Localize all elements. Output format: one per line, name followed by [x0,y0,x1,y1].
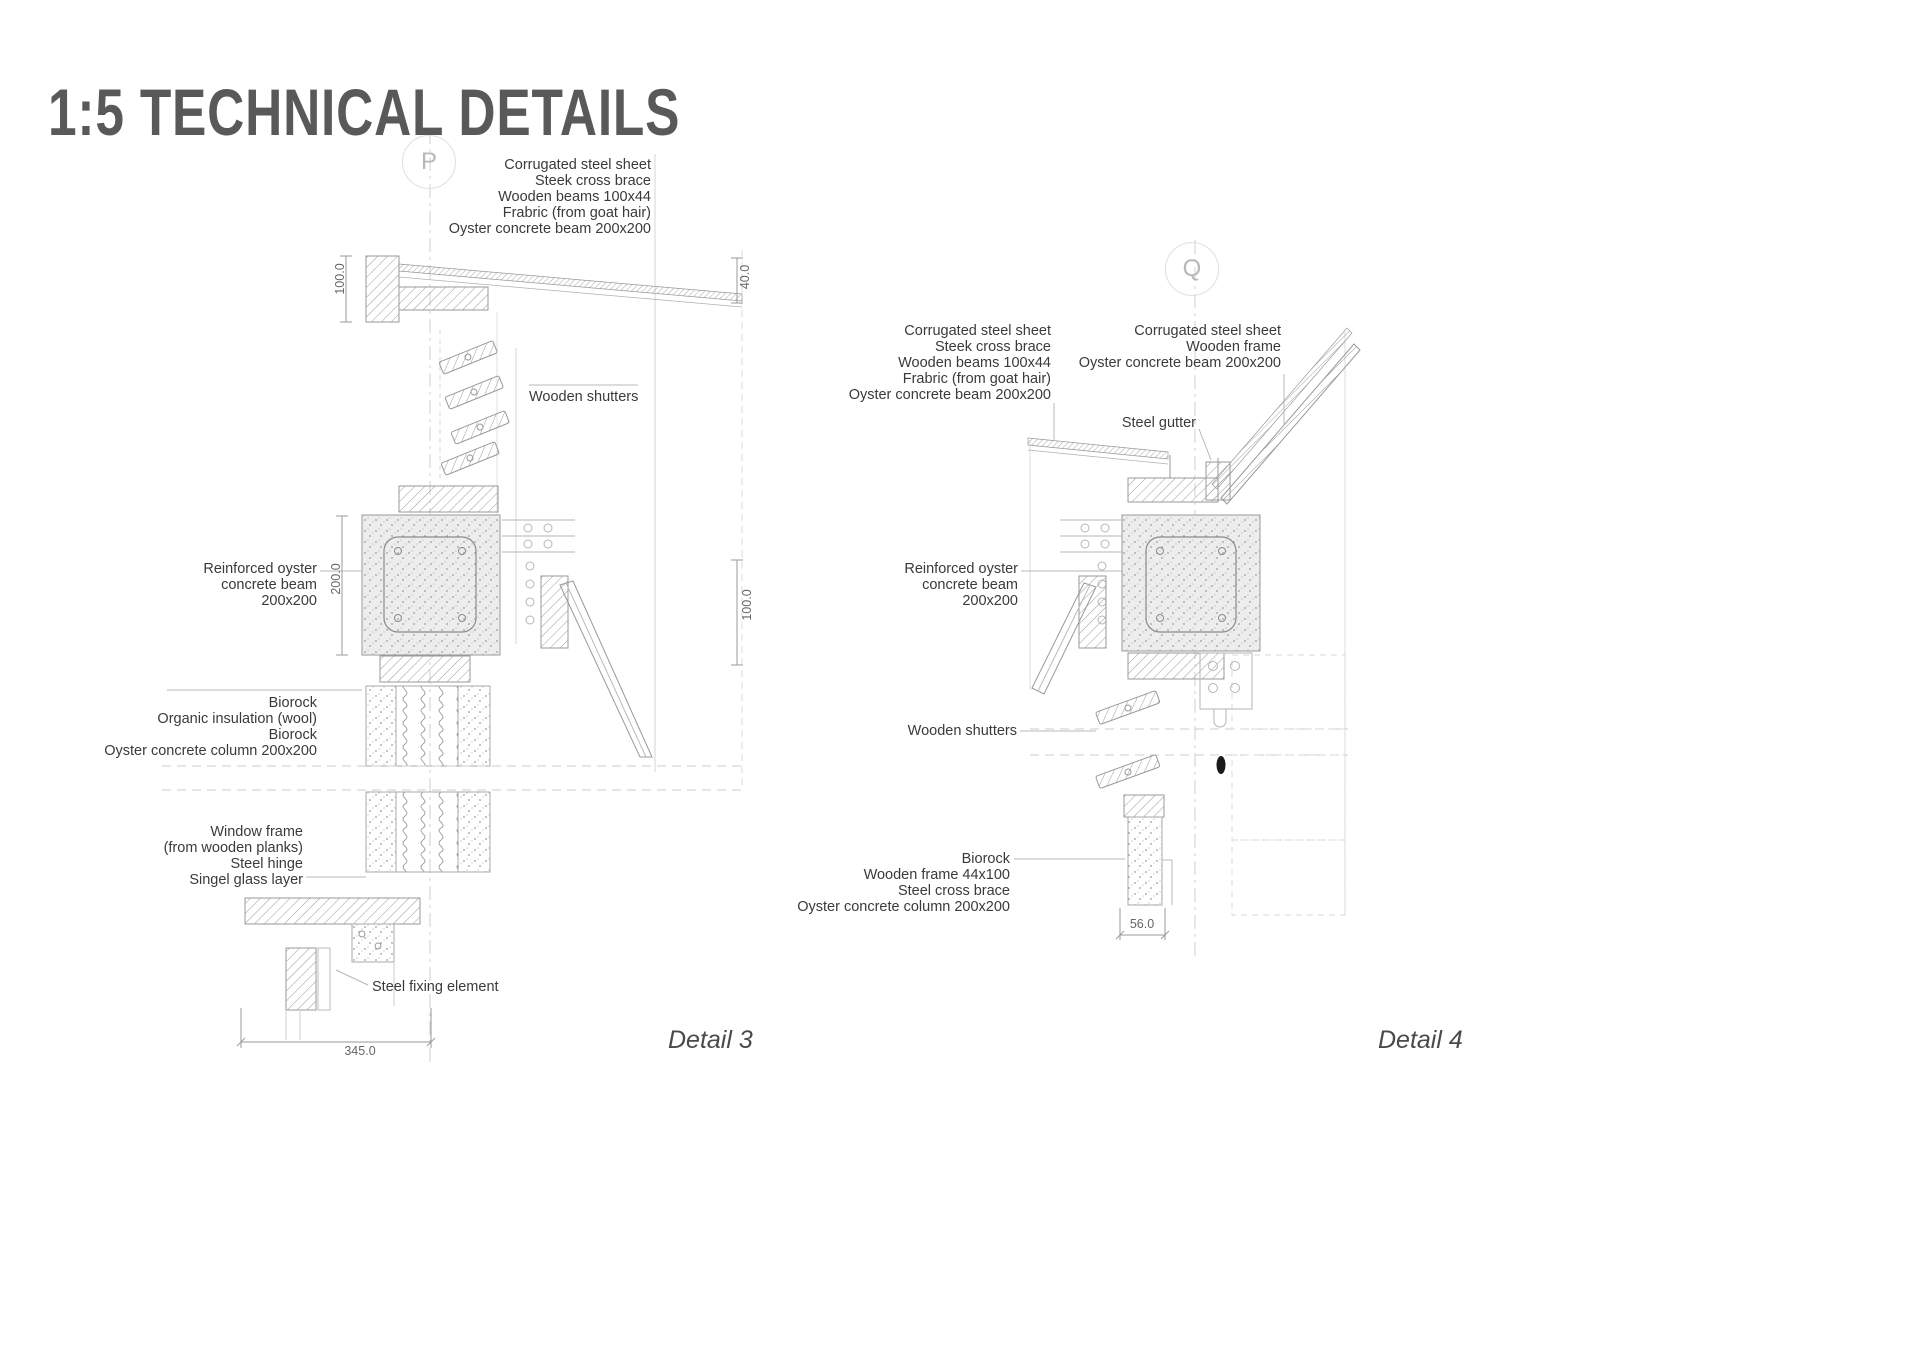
annotation-line: Organic insulation (wool) [157,711,317,727]
detail3-wood-band [398,485,499,513]
annotation-line: concrete beam [221,577,317,593]
detail3-window-section [365,791,491,873]
detail3-wall-section [365,685,491,767]
detail4-caption: Detail 4 [1378,1026,1463,1054]
detail3-eave [365,255,743,323]
detail4-drawing [1014,240,1361,958]
annotation-line: Window frame [210,824,303,840]
detail3-shutters-annotation: Wooden shutters [529,389,639,405]
annotation-line: Biorock [268,695,317,711]
detail3-diagonal-strut [559,580,653,758]
detail3-steel-connection [502,519,575,625]
detail4-roof [1027,327,1361,505]
detail3-wood-post [540,575,569,649]
detail3-beam-annotation: Reinforced oyster concrete beam 200x200 [157,561,317,609]
detail3-drawing [162,130,743,1062]
annotation-line: concrete beam [922,577,1018,593]
dim-base-width: 345.0 [344,1044,376,1058]
annotation-line: Steel cross brace [897,883,1010,899]
wooden-frame-band [1220,343,1361,505]
page-title: 1:5 TECHNICAL DETAILS [48,75,681,150]
annotation-line: Biorock [961,851,1010,867]
detail4-steel-connection [1060,519,1122,625]
hinge-pin [1216,756,1226,774]
section-marker-p: P [402,135,456,189]
annotation-line: Oyster concrete column 200x200 [104,743,317,759]
annotation-line: Oyster concrete beam 200x200 [1078,355,1281,371]
detail3-caption: Detail 3 [668,1026,753,1054]
annotation-line: Steek cross brace [934,339,1051,355]
dim-column-width: 56.0 [1129,917,1155,931]
dim-eave-edge: 40.0 [738,264,752,290]
annotation-line: Wooden beams 100x44 [498,189,651,205]
annotation-line: Corrugated steel sheet [504,157,651,173]
detail3-window-annotation: Window frame (from wooden planks) Steel … [133,824,303,888]
detail3-roof-annotation: Corrugated steel sheet Steek cross brace… [401,157,651,237]
annotation-line: Reinforced oyster [203,561,317,577]
detail4-column-section [1123,794,1173,906]
detail3-dimensions [236,255,743,1048]
detail4-shutter-slats [1095,690,1161,789]
detail4-wood-post [1078,575,1107,649]
detail3-wall-annotation: Biorock Organic insulation (wool) Bioroc… [97,695,317,759]
detail3-leaders [167,384,638,986]
detail4-bolt-plate [1199,652,1253,728]
detail4-dimensions [1115,908,1170,940]
annotation-line: Wooden beams 100x44 [898,355,1051,371]
dim-eave-height: 100.0 [333,263,347,295]
annotation-line: Oyster concrete beam 200x200 [448,221,651,237]
annotation-line: Wooden frame 44x100 [863,867,1010,883]
corrugated-sheet [1211,327,1353,490]
annotation-line: (from wooden planks) [163,840,303,856]
detail4-concrete-beam-section [1121,514,1261,652]
annotation-line: Frabric (from goat hair) [902,371,1051,387]
annotation-line: Wooden frame [1186,339,1281,355]
annotation-line: Corrugated steel sheet [1134,323,1281,339]
detail3-fixing-annotation: Steel fixing element [372,979,499,995]
detail3-sill-assembly [244,897,421,1040]
annotation-line: Steel hinge [230,856,303,872]
annotation-line: Oyster concrete column 200x200 [797,899,1010,915]
detail3-concrete-beam-section [361,514,501,656]
detail4-gutter-annotation: Steel gutter [1121,415,1196,431]
section-marker-q: Q [1165,242,1219,296]
annotation-line: 200x200 [962,593,1018,609]
dim-beam-right: 100.0 [740,589,754,621]
detail4-diagonal-strut [1031,582,1097,695]
dim-beam-height: 200.0 [329,563,343,595]
detail3-shutter-slats [438,340,510,476]
annotation-line: Oyster concrete beam 200x200 [848,387,1051,403]
detail4-wall-annotation: Biorock Wooden frame 44x100 Steel cross … [790,851,1010,915]
annotation-line: Singel glass layer [189,872,303,888]
annotation-line: Corrugated steel sheet [904,323,1051,339]
detail4-roof-left-annotation: Corrugated steel sheet Steek cross brace… [801,323,1051,403]
section-marker-p-label: P [420,148,437,175]
annotation-line: Reinforced oyster [904,561,1018,577]
annotation-line: Frabric (from goat hair) [502,205,651,221]
corrugated-sheet [398,263,743,302]
annotation-line: 200x200 [261,593,317,609]
detail4-underbeam-band [1127,652,1225,680]
annotation-line: Biorock [268,727,317,743]
annotation-line: Steek cross brace [534,173,651,189]
detail4-leaders [1014,374,1285,860]
detail4-shutters-annotation: Wooden shutters [907,723,1017,739]
detail4-beam-annotation: Reinforced oyster concrete beam 200x200 [858,561,1018,609]
detail4-roof-right-annotation: Corrugated steel sheet Wooden frame Oyst… [1061,323,1281,371]
section-marker-q-label: Q [1182,255,1202,282]
detail3-underbeam-band [379,655,471,683]
